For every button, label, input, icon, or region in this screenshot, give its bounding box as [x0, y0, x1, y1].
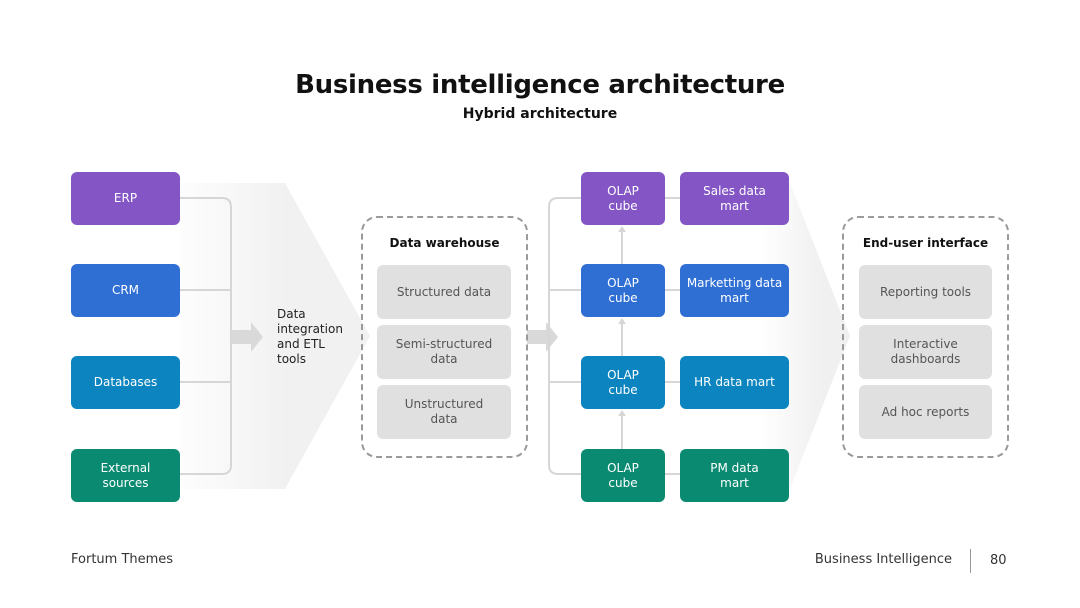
arrow-icon: [231, 322, 263, 352]
olap-cube-label: OLAP cube: [607, 460, 639, 490]
data-mart-label: PM data mart: [710, 460, 759, 490]
arrow-icon: [527, 322, 558, 352]
data-mart-hr: HR data mart: [680, 356, 789, 409]
slide-subtitle: Hybrid architecture: [462, 106, 618, 122]
source-external: External sources: [71, 449, 180, 502]
end-user-item: Ad hoc reports: [859, 385, 992, 439]
footer-divider: [970, 549, 971, 573]
page-number: 80: [990, 553, 1007, 568]
data-mart-label: Marketting data mart: [686, 275, 783, 305]
data-mart-marketing: Marketting data mart: [680, 264, 789, 317]
end-user-item: Reporting tools: [859, 265, 992, 319]
warehouse-item: Semi-structured data: [377, 325, 511, 379]
chevron-shape-right: [760, 183, 850, 489]
olap-connector: [548, 197, 680, 475]
chevron-shape-left: [180, 183, 370, 489]
source-label: ERP: [113, 191, 138, 205]
source-databases: Databases: [71, 356, 180, 409]
footer-section: Business Intelligence: [814, 552, 952, 567]
olap-cube-label: OLAP cube: [607, 275, 639, 305]
olap-cube: OLAP cube: [581, 264, 665, 317]
end-user-panel: [842, 216, 1009, 458]
olap-cube-label: OLAP cube: [607, 183, 639, 213]
etl-label: Data integration and ETL tools: [277, 307, 343, 366]
data-mart-sales: Sales data mart: [680, 172, 789, 225]
source-crm: CRM: [71, 264, 180, 317]
source-label: Databases: [93, 375, 158, 389]
source-erp: ERP: [71, 172, 180, 225]
olap-cube: OLAP cube: [581, 172, 665, 225]
source-label: CRM: [111, 283, 140, 297]
end-user-title: End-user interface: [862, 236, 989, 250]
warehouse-item: Structured data: [377, 265, 511, 319]
data-mart-label: HR data mart: [694, 375, 775, 389]
end-user-item: Interactive dashboards: [859, 325, 992, 379]
slide-title: Business intelligence architecture: [295, 70, 785, 100]
olap-cube: OLAP cube: [581, 356, 665, 409]
data-mart-pm: PM data mart: [680, 449, 789, 502]
warehouse-item: Unstructured data: [377, 385, 511, 439]
data-warehouse-title: Data warehouse: [389, 236, 500, 250]
data-warehouse-panel: [361, 216, 528, 458]
olap-cube: OLAP cube: [581, 449, 665, 502]
footer-brand: Fortum Themes: [71, 552, 174, 567]
olap-cube-label: OLAP cube: [607, 367, 639, 397]
source-label: External sources: [100, 460, 151, 490]
up-arrowhead-icon: [618, 226, 626, 416]
data-mart-label: Sales data mart: [703, 183, 766, 213]
